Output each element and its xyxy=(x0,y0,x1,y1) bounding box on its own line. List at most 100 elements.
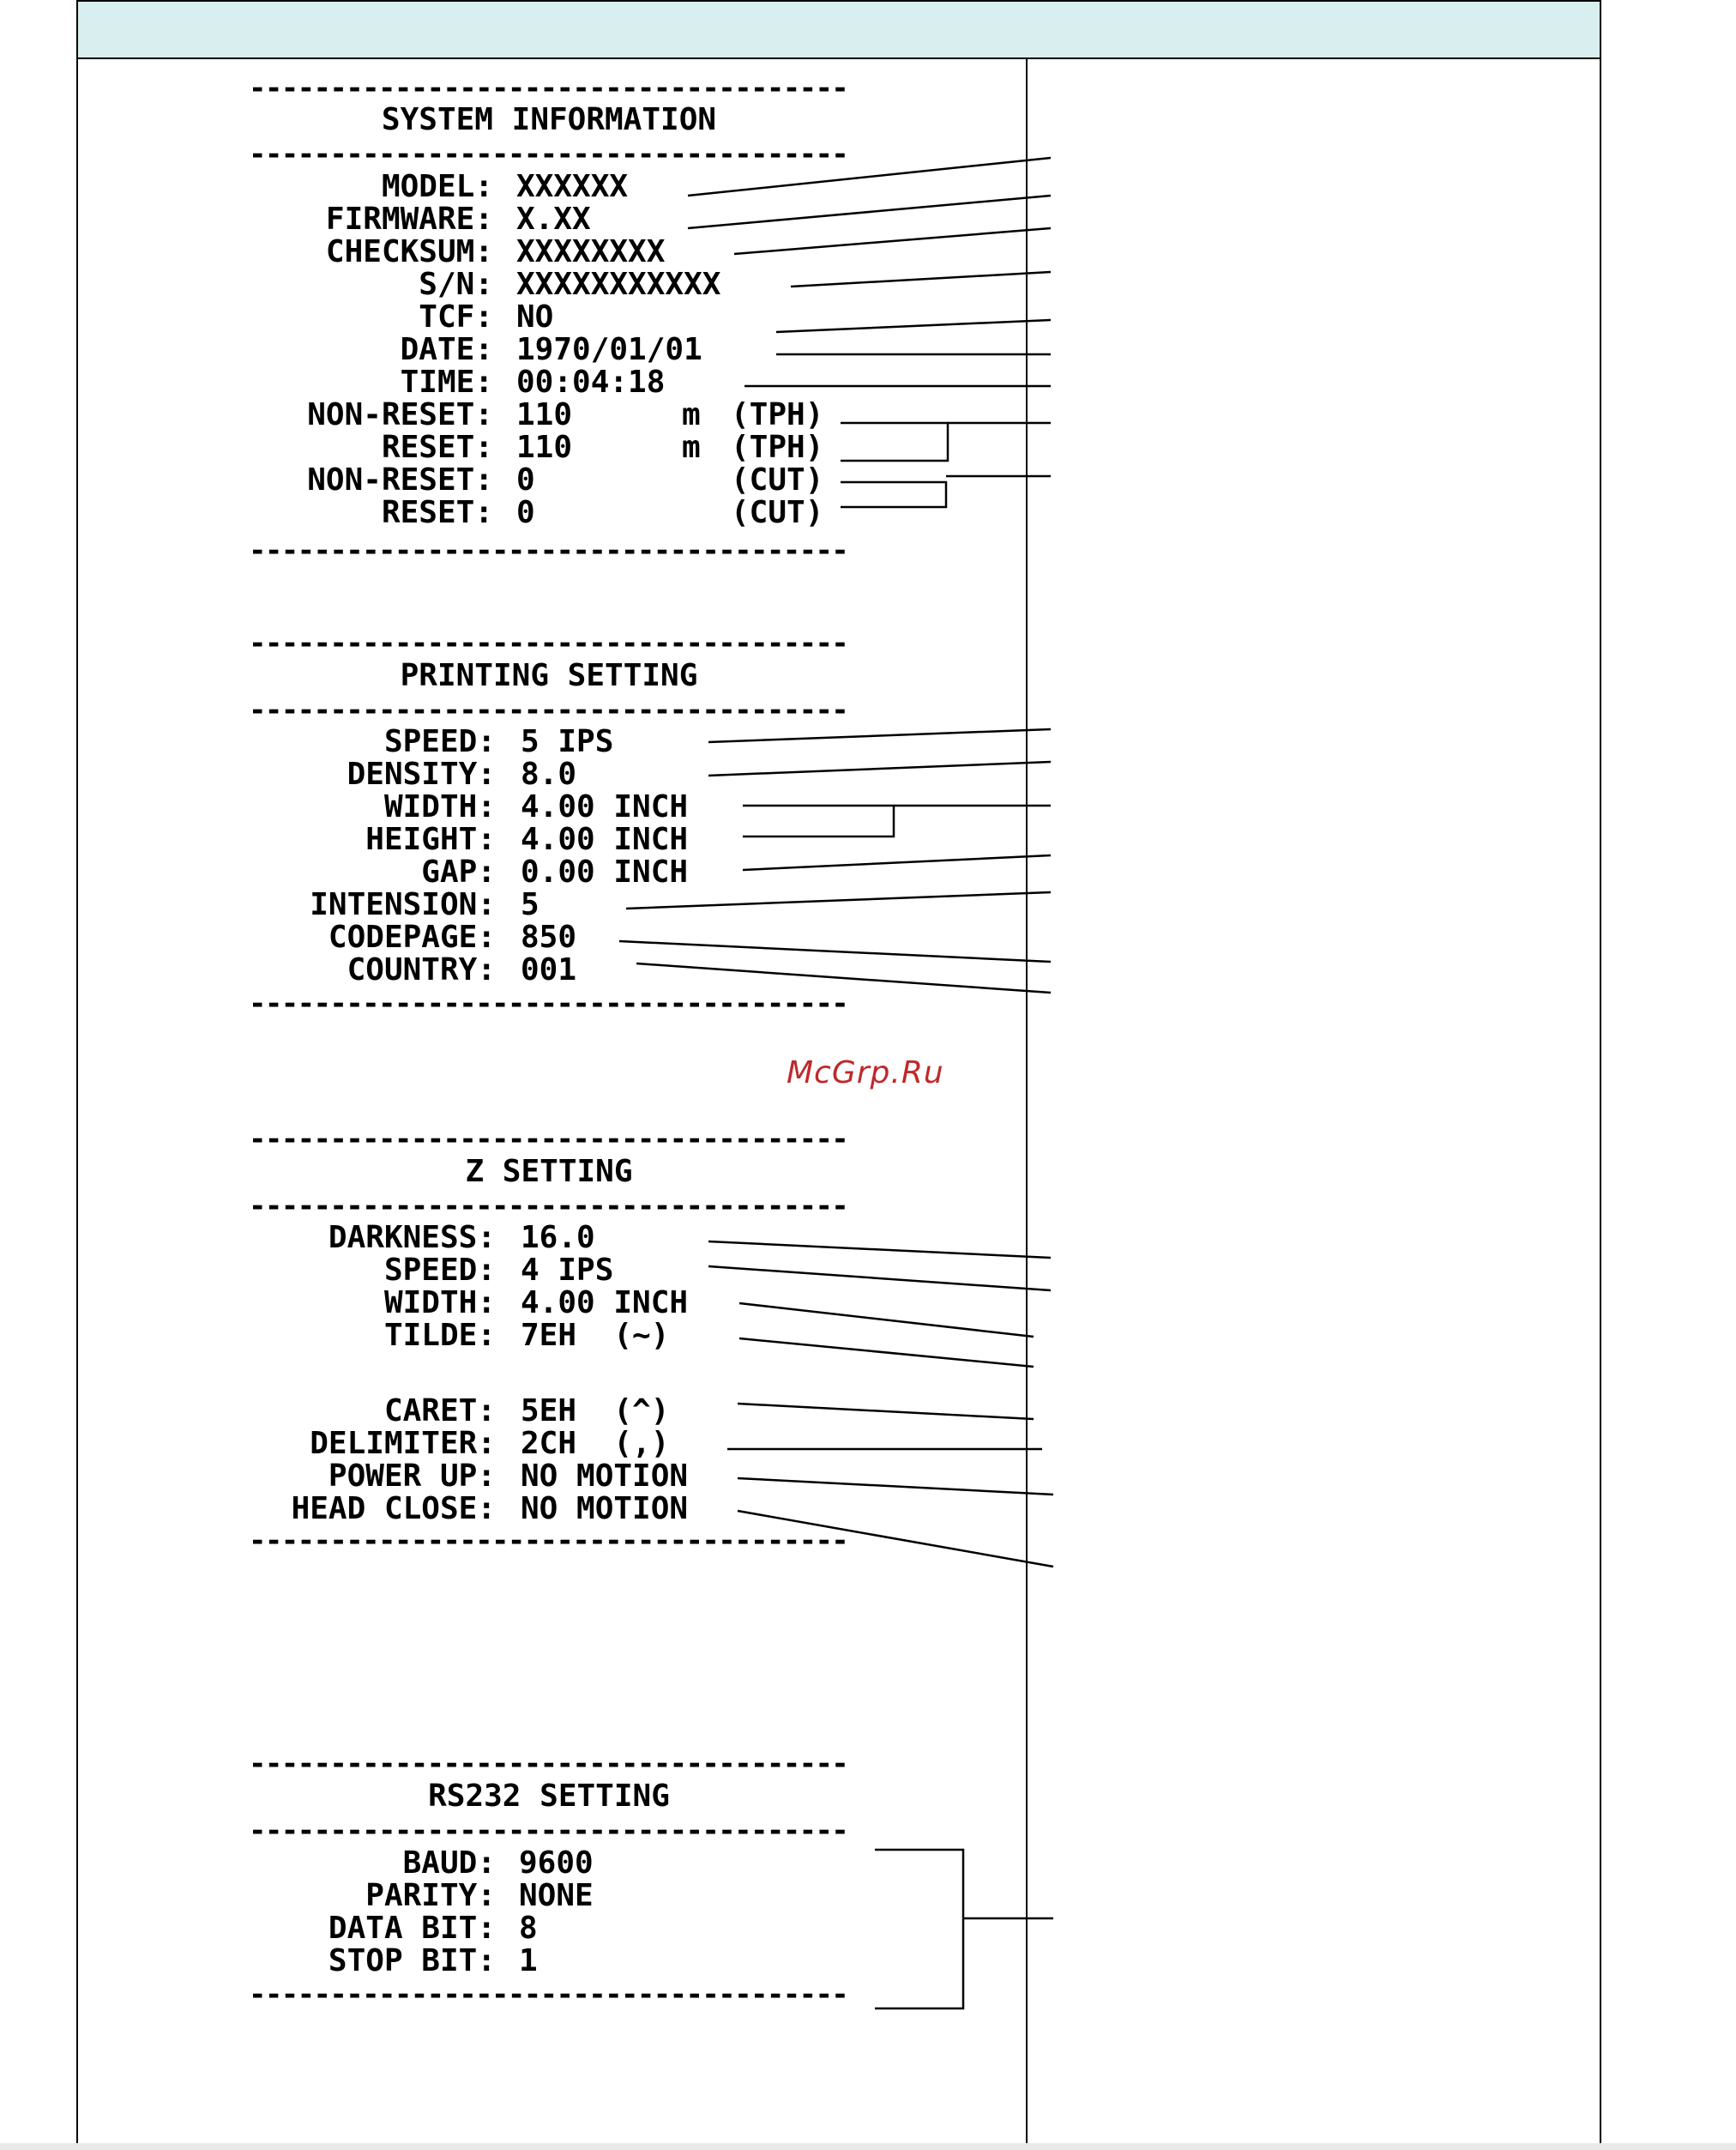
leader-line xyxy=(738,1301,1034,1338)
section-title-rs232: RS232 SETTING xyxy=(428,1779,670,1814)
field-label: DENSITY: xyxy=(347,757,496,792)
unit-meter: m xyxy=(682,430,701,465)
leader-line xyxy=(708,1240,1052,1259)
field-label: WIDTH: xyxy=(383,1285,496,1320)
field-label: NON-RESET: xyxy=(307,462,493,498)
field-value: XXXXXXXXXXX xyxy=(516,267,721,302)
field-value: NO xyxy=(516,299,554,335)
field-value: X.XX xyxy=(516,202,591,237)
field-label: TIME: xyxy=(400,365,493,400)
watermark: McGrp.Ru xyxy=(787,1055,944,1090)
field-label: HEIGHT: xyxy=(365,822,496,857)
bottom-strip xyxy=(0,2143,1736,2150)
leader-line xyxy=(742,854,1052,872)
field-value: 4.00 INCH xyxy=(521,822,689,857)
field-label: COUNTRY: xyxy=(347,952,496,987)
page-frame xyxy=(76,0,1601,2150)
field-label: CHECKSUM: xyxy=(325,234,493,269)
field-value: 5 xyxy=(521,887,539,922)
leader-line xyxy=(708,760,1052,777)
leader-line xyxy=(737,1402,1034,1421)
field-value: 8 xyxy=(519,1911,538,1946)
field-label: CARET: xyxy=(383,1393,496,1428)
field-label: WIDTH: xyxy=(383,789,496,824)
leader-line xyxy=(618,939,1052,963)
field-label: DARKNESS: xyxy=(328,1220,496,1255)
column-divider xyxy=(1026,59,1028,2144)
leader-line xyxy=(687,194,1052,230)
field-label: RESET: xyxy=(381,430,493,465)
field-value: NO MOTION xyxy=(521,1458,689,1494)
field-value: 8.0 xyxy=(521,757,577,792)
field-label: DATE: xyxy=(400,332,493,367)
field-value: 9600 xyxy=(519,1845,594,1881)
field-value: 0 xyxy=(516,495,535,530)
field-value: 00:04:18 xyxy=(516,365,666,400)
unit-cut: (CUT) xyxy=(731,462,824,498)
field-value: 4.00 INCH xyxy=(521,789,689,824)
field-value: 2CH (,) xyxy=(521,1426,670,1461)
field-value: 16.0 xyxy=(521,1220,595,1255)
field-value: 001 xyxy=(521,952,577,987)
section-title-system: SYSTEM INFORMATION xyxy=(381,102,717,137)
field-label: PARITY: xyxy=(365,1878,496,1913)
leader-line xyxy=(738,1337,1034,1368)
field-label: SPEED: xyxy=(383,724,496,759)
field-label: SPEED: xyxy=(383,1253,496,1288)
section-title-z: Z SETTING xyxy=(465,1154,633,1189)
leader-line xyxy=(775,318,1052,334)
field-value: NO MOTION xyxy=(521,1491,689,1526)
field-label: RESET: xyxy=(381,495,493,530)
leader-line xyxy=(636,962,1052,994)
unit-tph: (TPH) xyxy=(731,430,824,465)
field-label: TCF: xyxy=(419,299,493,335)
field-value: XXXXXXXX xyxy=(516,234,666,269)
unit-cut: (CUT) xyxy=(731,495,824,530)
field-value: 1 xyxy=(519,1943,538,1978)
field-label: NON-RESET: xyxy=(307,397,493,432)
field-label: STOP BIT: xyxy=(328,1943,496,1978)
leader-line xyxy=(737,1477,1054,1496)
field-value: 7EH (~) xyxy=(521,1318,670,1353)
field-label: GAP: xyxy=(421,855,496,890)
field-value: 850 xyxy=(521,920,577,955)
leader-line xyxy=(733,226,1052,256)
field-value: 1970/01/01 xyxy=(516,332,702,367)
field-label: DATA BIT: xyxy=(328,1911,496,1946)
field-label: S/N: xyxy=(419,267,493,302)
field-label: HEAD CLOSE: xyxy=(291,1491,496,1526)
field-value: XXXXXX xyxy=(516,169,629,204)
field-label: CODEPAGE: xyxy=(328,920,496,955)
leader-line xyxy=(708,728,1052,744)
leader-line xyxy=(625,891,1052,910)
field-value: 5EH (^) xyxy=(521,1393,670,1428)
bracket-line xyxy=(841,480,948,509)
section-title-printing: PRINTING SETTING xyxy=(400,658,698,693)
bracket-line xyxy=(743,804,895,838)
field-value: 110 xyxy=(516,430,573,465)
leader-line xyxy=(790,270,1052,288)
bracket-line xyxy=(841,421,949,462)
field-value: 4 IPS xyxy=(521,1253,614,1288)
leader-line xyxy=(708,1265,1052,1292)
field-label: BAUD: xyxy=(402,1845,496,1881)
leader-line xyxy=(687,156,1052,197)
field-label: DELIMITER: xyxy=(310,1426,496,1461)
field-label: FIRMWARE: xyxy=(325,202,493,237)
field-value: 0 xyxy=(516,462,535,498)
field-value: 0.00 INCH xyxy=(521,855,689,890)
bracket-line xyxy=(875,1848,965,2010)
field-value: NONE xyxy=(519,1878,594,1913)
leader-line xyxy=(737,1509,1054,1568)
field-label: TILDE: xyxy=(383,1318,496,1353)
field-label: MODEL: xyxy=(381,169,493,204)
unit-tph: (TPH) xyxy=(731,397,824,432)
unit-meter: m xyxy=(682,397,701,432)
field-value: 4.00 INCH xyxy=(521,1285,689,1320)
field-label: INTENSION: xyxy=(310,887,496,922)
table-header-band xyxy=(76,0,1601,59)
field-value: 5 IPS xyxy=(521,724,614,759)
field-value: 110 xyxy=(516,397,573,432)
field-label: POWER UP: xyxy=(328,1458,496,1494)
